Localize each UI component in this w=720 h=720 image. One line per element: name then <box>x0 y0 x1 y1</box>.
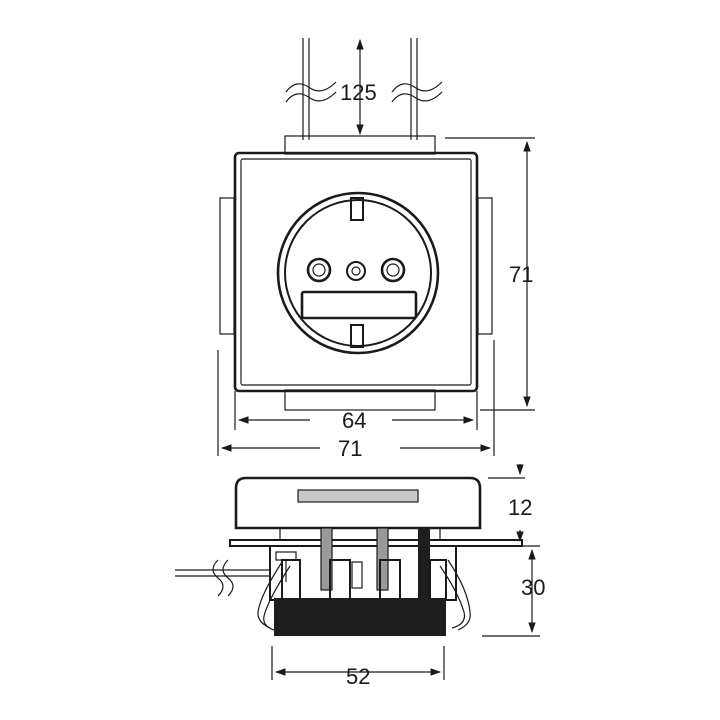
socket-outer-ring <box>276 191 440 355</box>
top-mounting-tab <box>284 135 436 155</box>
cover-depth-dimension: 12 <box>488 464 532 543</box>
bottom-mounting-tab <box>284 389 436 411</box>
left-mounting-claw <box>219 197 235 335</box>
cover-depth-label: 12 <box>508 495 532 520</box>
cover-frame-inner <box>240 158 472 386</box>
frame-height-dimension: 71 <box>445 137 535 411</box>
frame-height-label: 71 <box>509 262 533 287</box>
center-screw-inner <box>351 266 361 276</box>
right-pin-hole-inner <box>386 263 400 277</box>
side-view: 12 30 52 <box>175 464 545 689</box>
base-width-dimension: 52 <box>271 646 445 689</box>
base-block <box>274 598 446 636</box>
base-width-label: 52 <box>346 664 370 689</box>
top-earth-clip <box>350 197 364 221</box>
wire-spacing-dimension: 125 <box>340 38 377 136</box>
insert-depth-label: 30 <box>521 575 545 600</box>
top-wires <box>285 38 443 140</box>
left-wire-a <box>257 561 283 629</box>
left-pin-hole-inner <box>312 263 326 277</box>
right-pin-hole <box>380 257 406 283</box>
left-wire-b <box>263 565 291 631</box>
side-cover <box>234 476 482 530</box>
cover-frame-outer <box>233 151 479 393</box>
center-screw-side <box>351 561 363 589</box>
frame-width-label: 71 <box>338 436 362 461</box>
mounting-plate <box>229 539 523 547</box>
right-wire-a <box>439 565 466 629</box>
right-mounting-claw <box>477 197 493 335</box>
cover-width-label: 64 <box>342 408 366 433</box>
earth-pin <box>418 528 430 598</box>
frame-width-dimension: 71 <box>217 340 495 461</box>
center-screw <box>346 261 366 281</box>
side-clamp <box>275 551 297 561</box>
front-view: 125 71 <box>217 38 535 461</box>
bottom-earth-clip <box>350 324 364 348</box>
insert-depth-dimension: 30 <box>482 545 545 637</box>
left-pin-hole <box>306 257 332 283</box>
cover-width-dimension: 64 <box>234 391 478 433</box>
wire-spacing-label: 125 <box>340 80 377 105</box>
right-wire-b <box>447 559 471 631</box>
socket-label-slot <box>300 290 418 320</box>
side-label-window <box>297 489 419 503</box>
